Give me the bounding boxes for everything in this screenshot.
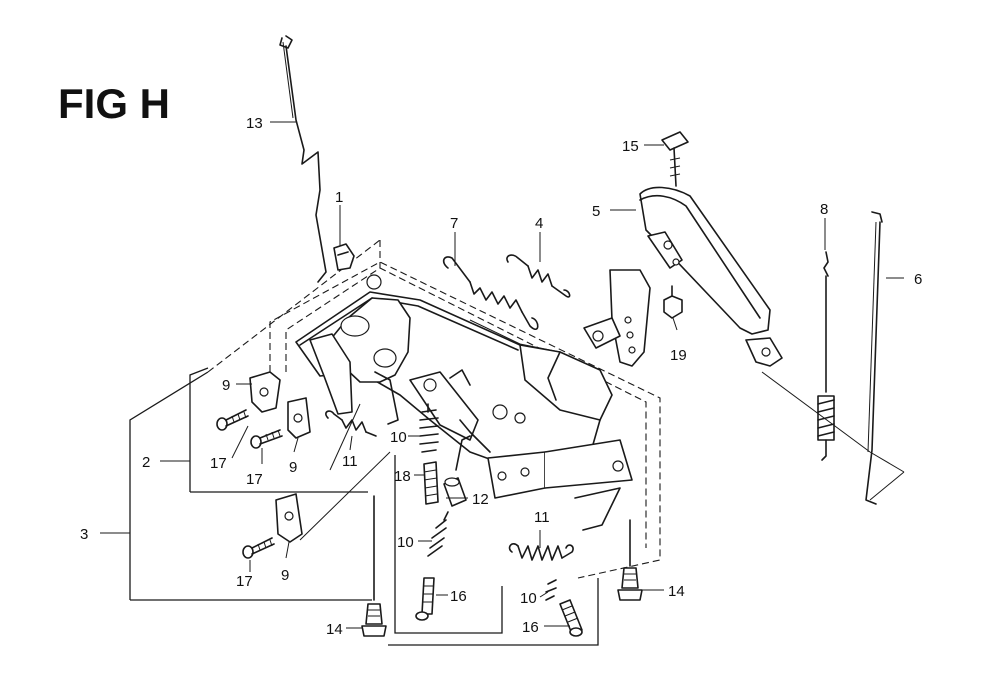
callout-16-left: 16 — [450, 588, 467, 605]
part-10-spring-upper — [419, 403, 439, 453]
part-17-screw-c — [242, 537, 275, 559]
callout-2: 2 — [142, 454, 150, 471]
callout-7: 7 — [450, 215, 458, 232]
callout-10-upper: 10 — [390, 429, 407, 446]
part-7-spring — [442, 256, 539, 331]
callout-3: 3 — [80, 526, 88, 543]
assembly-bracket-3 — [100, 371, 372, 601]
callout-17-a: 17 — [210, 455, 227, 472]
part-17-screw-a — [216, 409, 249, 431]
callout-9-middle: 9 — [289, 459, 297, 476]
part-5-control-lever — [583, 186, 783, 367]
callout-4: 4 — [535, 215, 543, 232]
throttle-plate — [309, 274, 491, 453]
figure-title: FIG H — [58, 80, 170, 127]
part-10-spring-lower — [545, 579, 557, 601]
part-12-sleeve — [443, 435, 471, 507]
part-16-bolt-left — [415, 577, 435, 621]
callout-14-right: 14 — [668, 583, 685, 600]
part-17-screw-b — [250, 429, 283, 449]
part-14-bolt-left — [361, 495, 387, 637]
part-13-control-rod — [279, 35, 327, 283]
part-18-bolt — [423, 461, 439, 505]
part-10-spring-middle — [427, 511, 449, 557]
part-9-clip-lower — [275, 493, 303, 543]
callout-5: 5 — [592, 203, 600, 220]
callout-10-lower: 10 — [520, 590, 537, 607]
callout-11-upper: 11 — [342, 453, 358, 470]
callout-17-c: 17 — [236, 573, 253, 590]
callout-15: 15 — [622, 138, 639, 155]
part-9-clip-middle — [287, 397, 311, 439]
part-9-clip-upper — [249, 371, 281, 413]
part-11-spring-lower — [508, 543, 574, 561]
callout-12: 12 — [472, 491, 489, 508]
callout-16-right: 16 — [522, 619, 539, 636]
part-4-spring — [506, 254, 571, 298]
part-14-bolt-right — [617, 519, 643, 601]
part-8-cable — [817, 251, 835, 461]
part-16-bolt-right — [559, 599, 583, 637]
part-19-nut — [663, 285, 683, 319]
callout-19: 19 — [670, 347, 687, 364]
callout-14-left: 14 — [326, 621, 343, 638]
callout-13: 13 — [246, 115, 263, 132]
leader-lines — [231, 121, 905, 629]
callout-1: 1 — [335, 189, 343, 206]
callout-18: 18 — [394, 468, 411, 485]
callout-17-b: 17 — [246, 471, 263, 488]
callout-10-middle: 10 — [397, 534, 414, 551]
part-15-pin — [661, 131, 689, 187]
part-1-clip — [333, 243, 355, 271]
callout-11-lower: 11 — [534, 509, 550, 526]
part-11-spring-upper — [325, 410, 377, 437]
assembly-bracket-2 — [160, 367, 368, 493]
callout-8: 8 — [820, 201, 828, 218]
callout-labels: 13 1 7 4 5 15 19 8 6 9 9 9 17 17 17 2 3 … — [80, 115, 922, 638]
callout-9-upper: 9 — [222, 377, 230, 394]
callout-9-lower: 9 — [281, 567, 289, 584]
part-6-rod — [865, 211, 883, 505]
assembly-bracket-lower — [388, 455, 599, 646]
callout-6: 6 — [914, 271, 922, 288]
